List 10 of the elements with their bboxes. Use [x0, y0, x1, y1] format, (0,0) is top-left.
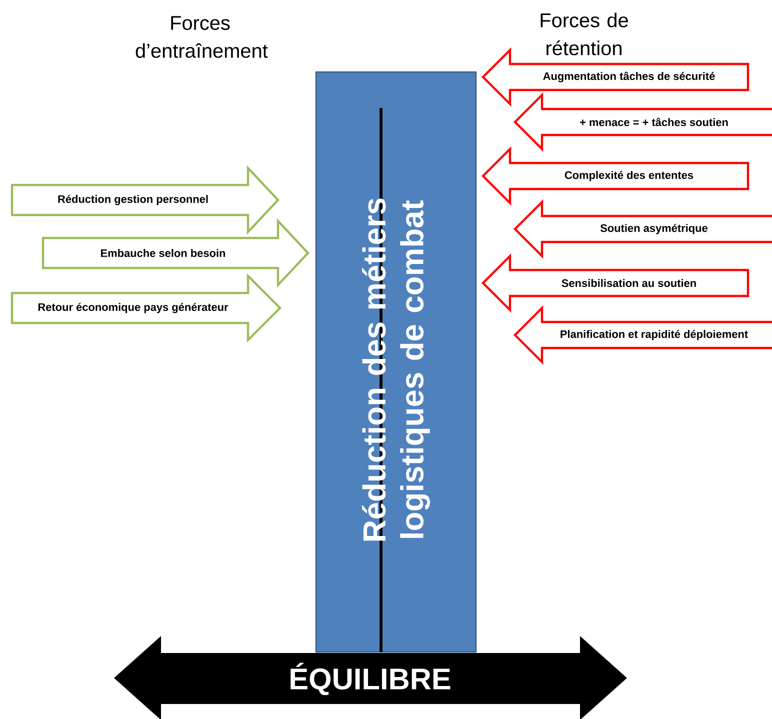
- pointer-box: Réduction gestion personnel: [10, 165, 280, 235]
- pointer-box: Embauche selon besoin: [42, 218, 310, 288]
- pointer-box: Retour économique pays générateur: [10, 273, 282, 343]
- pointer-box: Planification et rapidité déploiement: [513, 305, 772, 365]
- pointer-box: Complexité des ententes: [481, 146, 750, 206]
- pointer-box: Sensibilisation au soutien: [481, 253, 750, 313]
- pointer-box: + menace = + tâches soutien: [513, 92, 772, 152]
- pointer-box: Soutien asymétrique: [513, 199, 772, 259]
- bar: Réduction des métiers logistiques de combat: [315, 71, 477, 653]
- heading: Forces d’entraînement: [136, 16, 268, 58]
